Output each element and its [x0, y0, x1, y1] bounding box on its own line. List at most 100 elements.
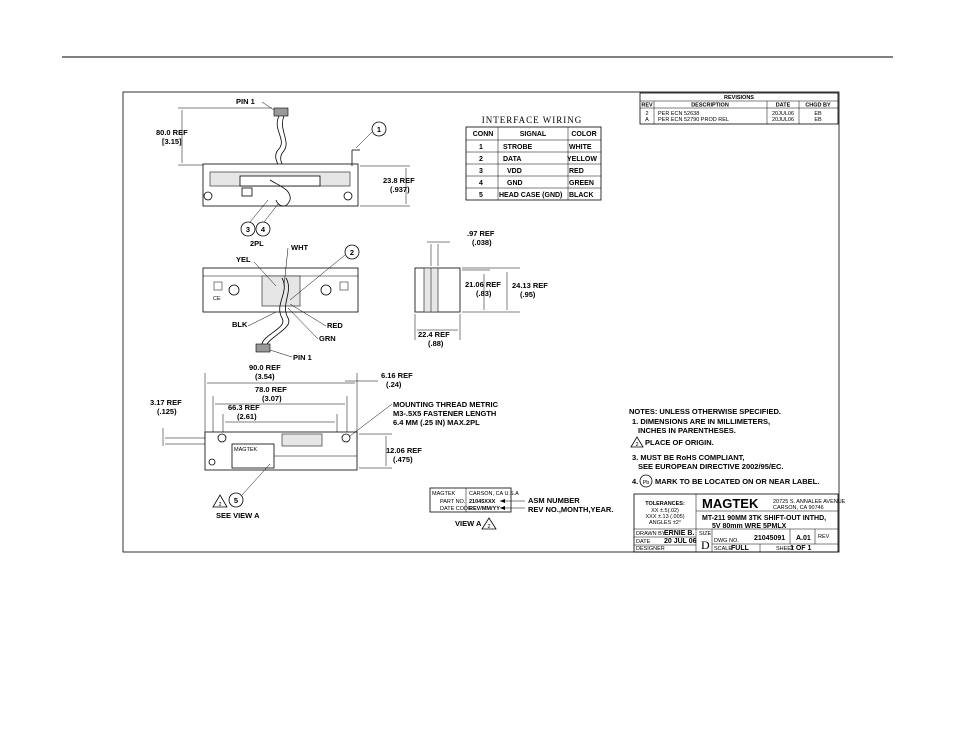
- bottom-dim-78-inch: (3.07): [262, 394, 282, 403]
- balloon-1: [371, 121, 387, 137]
- top-view: PIN 1 80.0 REF [3.15] 1 23.8 REF (.937): [156, 97, 415, 248]
- bottom-view: 90.0 REF (3.54) 78.0 REF (3.07) 66.3 REF…: [150, 363, 499, 520]
- notes: NOTES: UNLESS OTHERWISE SPECIFIED. 1. DI…: [629, 407, 819, 488]
- note-3-line-2: SEE EUROPEAN DIRECTIVE 2002/95/EC.: [638, 462, 783, 471]
- sheet-value: 1 OF 1: [790, 545, 812, 552]
- date-value: 20 JUL 06: [664, 538, 697, 545]
- note-2-text: PLACE OF ORIGIN.: [645, 438, 714, 447]
- wire-grn-label: GRN: [319, 334, 336, 343]
- wiring-row-4-color: GREEN: [569, 180, 594, 187]
- label-plate: [429, 487, 512, 513]
- dwg-no-value: 21045091: [754, 535, 785, 542]
- mounting-note-line-3: 6.4 MM (.25 IN) MAX.2PL: [393, 418, 480, 427]
- balloon-3: [240, 221, 256, 237]
- note-3-line-1: 3. MUST BE RoHS COMPLIANT,: [632, 453, 745, 462]
- revisions-table: REVISIONS REV DESCRIPTION DATE CHGD BY 2…: [639, 92, 839, 125]
- svg-text:MAGTEK: MAGTEK: [234, 447, 258, 453]
- top-connector: [273, 107, 289, 117]
- balloon-5-label: 5: [234, 496, 238, 505]
- interface-wiring-table: INTERFACE WIRING CONN SIGNAL COLOR 1 STR…: [465, 115, 602, 201]
- middle-connector: [255, 343, 271, 353]
- drawn-by-value: ERNIE B.: [664, 530, 694, 537]
- wiring-row-5-signal: HEAD CASE (GND): [499, 192, 562, 199]
- wiring-row-4-conn: 4: [479, 180, 483, 187]
- revisions-row-2-rev: A: [645, 117, 649, 123]
- size-value: D: [701, 538, 710, 552]
- wiring-row-2-conn: 2: [479, 156, 483, 163]
- bottom-dim-90-ref: 90.0 REF: [249, 363, 281, 372]
- top-dim-80-ref: 80.0 REF: [156, 128, 188, 137]
- bottom-dim-66-3-ref: 66.3 REF: [228, 403, 260, 412]
- view-a-label: VIEW A: [455, 519, 482, 528]
- revisions-row-1-rev: 2: [645, 111, 648, 117]
- note-4-text: MARK TO BE LOCATED ON OR NEAR LABEL.: [655, 477, 819, 486]
- wire-blk-label: BLK: [232, 320, 248, 329]
- bottom-dim-3-17-ref: 3.17 REF: [150, 398, 182, 407]
- triangle-2-icon: [212, 494, 228, 508]
- notes-heading: NOTES: UNLESS OTHERWISE SPECIFIED.: [629, 407, 781, 416]
- wiring-row-4-signal: GND: [507, 180, 523, 187]
- company-logo: MAGTEK: [702, 496, 759, 511]
- wire-red-label: RED: [327, 321, 343, 330]
- revisions-row-1-chgd-by: EB: [814, 111, 822, 117]
- sheet-caption: SHEET: [776, 546, 795, 552]
- wiring-header-conn: CONN: [473, 131, 494, 138]
- scale-caption: SCALE: [714, 546, 732, 552]
- note-2-number: 2: [635, 442, 638, 448]
- interface-wiring-title: INTERFACE WIRING: [482, 115, 582, 125]
- side-dim-97-ref: .97 REF: [467, 229, 495, 238]
- bottom-dim-6-16-ref: 6.16 REF: [381, 371, 413, 380]
- balloon-5: [228, 492, 244, 508]
- side-dim-97-inch: (.038): [472, 238, 492, 247]
- note-2-triangle-icon: [630, 436, 644, 448]
- bottom-dim-6-16-inch: (.24): [386, 380, 402, 389]
- wiring-row-1-conn: 1: [479, 144, 483, 151]
- top-dim-23-8-inch: (.937): [390, 185, 410, 194]
- size-caption: SIZE: [699, 531, 712, 537]
- bottom-dim-90-inch: (3.54): [255, 372, 275, 381]
- wiring-header-color: COLOR: [571, 131, 596, 138]
- svg-text:CE: CE: [213, 296, 221, 302]
- balloon-4-label: 4: [261, 225, 266, 234]
- wire-yel-label: YEL: [236, 255, 251, 264]
- balloon-2-label: 2: [350, 248, 354, 257]
- note-1-line-1: 1. DIMENSIONS ARE IN MILLIMETERS,: [632, 417, 770, 426]
- mounting-note-line-1: MOUNTING THREAD METRIC: [393, 400, 499, 409]
- designer-caption: DESIGNER: [636, 546, 665, 552]
- side-dim-22-4-ref: 22.4 REF: [418, 330, 450, 339]
- revisions-title: REVISIONS: [724, 95, 754, 101]
- label-date-code: REV/MM/YY: [469, 506, 500, 512]
- revisions-header-rev: REV: [641, 103, 653, 109]
- note-1-line-2: INCHES IN PARENTHESES.: [638, 426, 736, 435]
- side-dim-22-4-inch: (.88): [428, 339, 444, 348]
- view-a-triangle-icon: [481, 517, 497, 530]
- wiring-row-3-signal: VDD: [507, 168, 522, 175]
- note-4-symbol: Pb: [643, 480, 650, 486]
- rev-value: A.01: [796, 535, 811, 542]
- balloon-1-label: 1: [377, 125, 381, 134]
- label-part-no: 21045XXX: [469, 499, 496, 505]
- dwg-no-caption: DWG NO.: [714, 538, 739, 544]
- revisions-row-2-description: PER ECN 52790 PROD REL: [658, 117, 729, 123]
- revisions-header-chgd-by: CHGD BY: [805, 103, 831, 109]
- wiring-row-1-color: WHITE: [569, 144, 592, 151]
- tolerance-xxx: XXX ±.13 (.005): [645, 514, 684, 520]
- middle-view: CE YEL WHT 2 BLK RED GRN PIN 1: [202, 243, 360, 362]
- revisions-header-date: DATE: [776, 103, 791, 109]
- balloon-4: [255, 221, 271, 237]
- wiring-row-2-signal: DATA: [503, 156, 521, 163]
- top-pin1-label: PIN 1: [236, 97, 255, 106]
- see-view-a-label: SEE VIEW A: [216, 511, 260, 520]
- wiring-header-signal: SIGNAL: [520, 131, 547, 138]
- pb-mark-icon: [639, 474, 653, 488]
- drawing-description-1: MT-211 90MM 3TK SHIFT-OUT INTHD,: [702, 515, 826, 522]
- triangle-2-label: 2: [218, 502, 221, 508]
- svg-text:MAGTEK: MAGTEK: [432, 491, 456, 497]
- top-2pl-label: 2PL: [250, 239, 264, 248]
- side-dim-24-13-ref: 24.13 REF: [512, 281, 548, 290]
- tolerances-label: TOLERANCES:: [645, 501, 685, 507]
- tolerance-xx: XX ±.5(.02): [651, 508, 679, 514]
- date-caption: DATE: [636, 539, 651, 545]
- side-dim-21-06-ref: 21.06 REF: [465, 280, 501, 289]
